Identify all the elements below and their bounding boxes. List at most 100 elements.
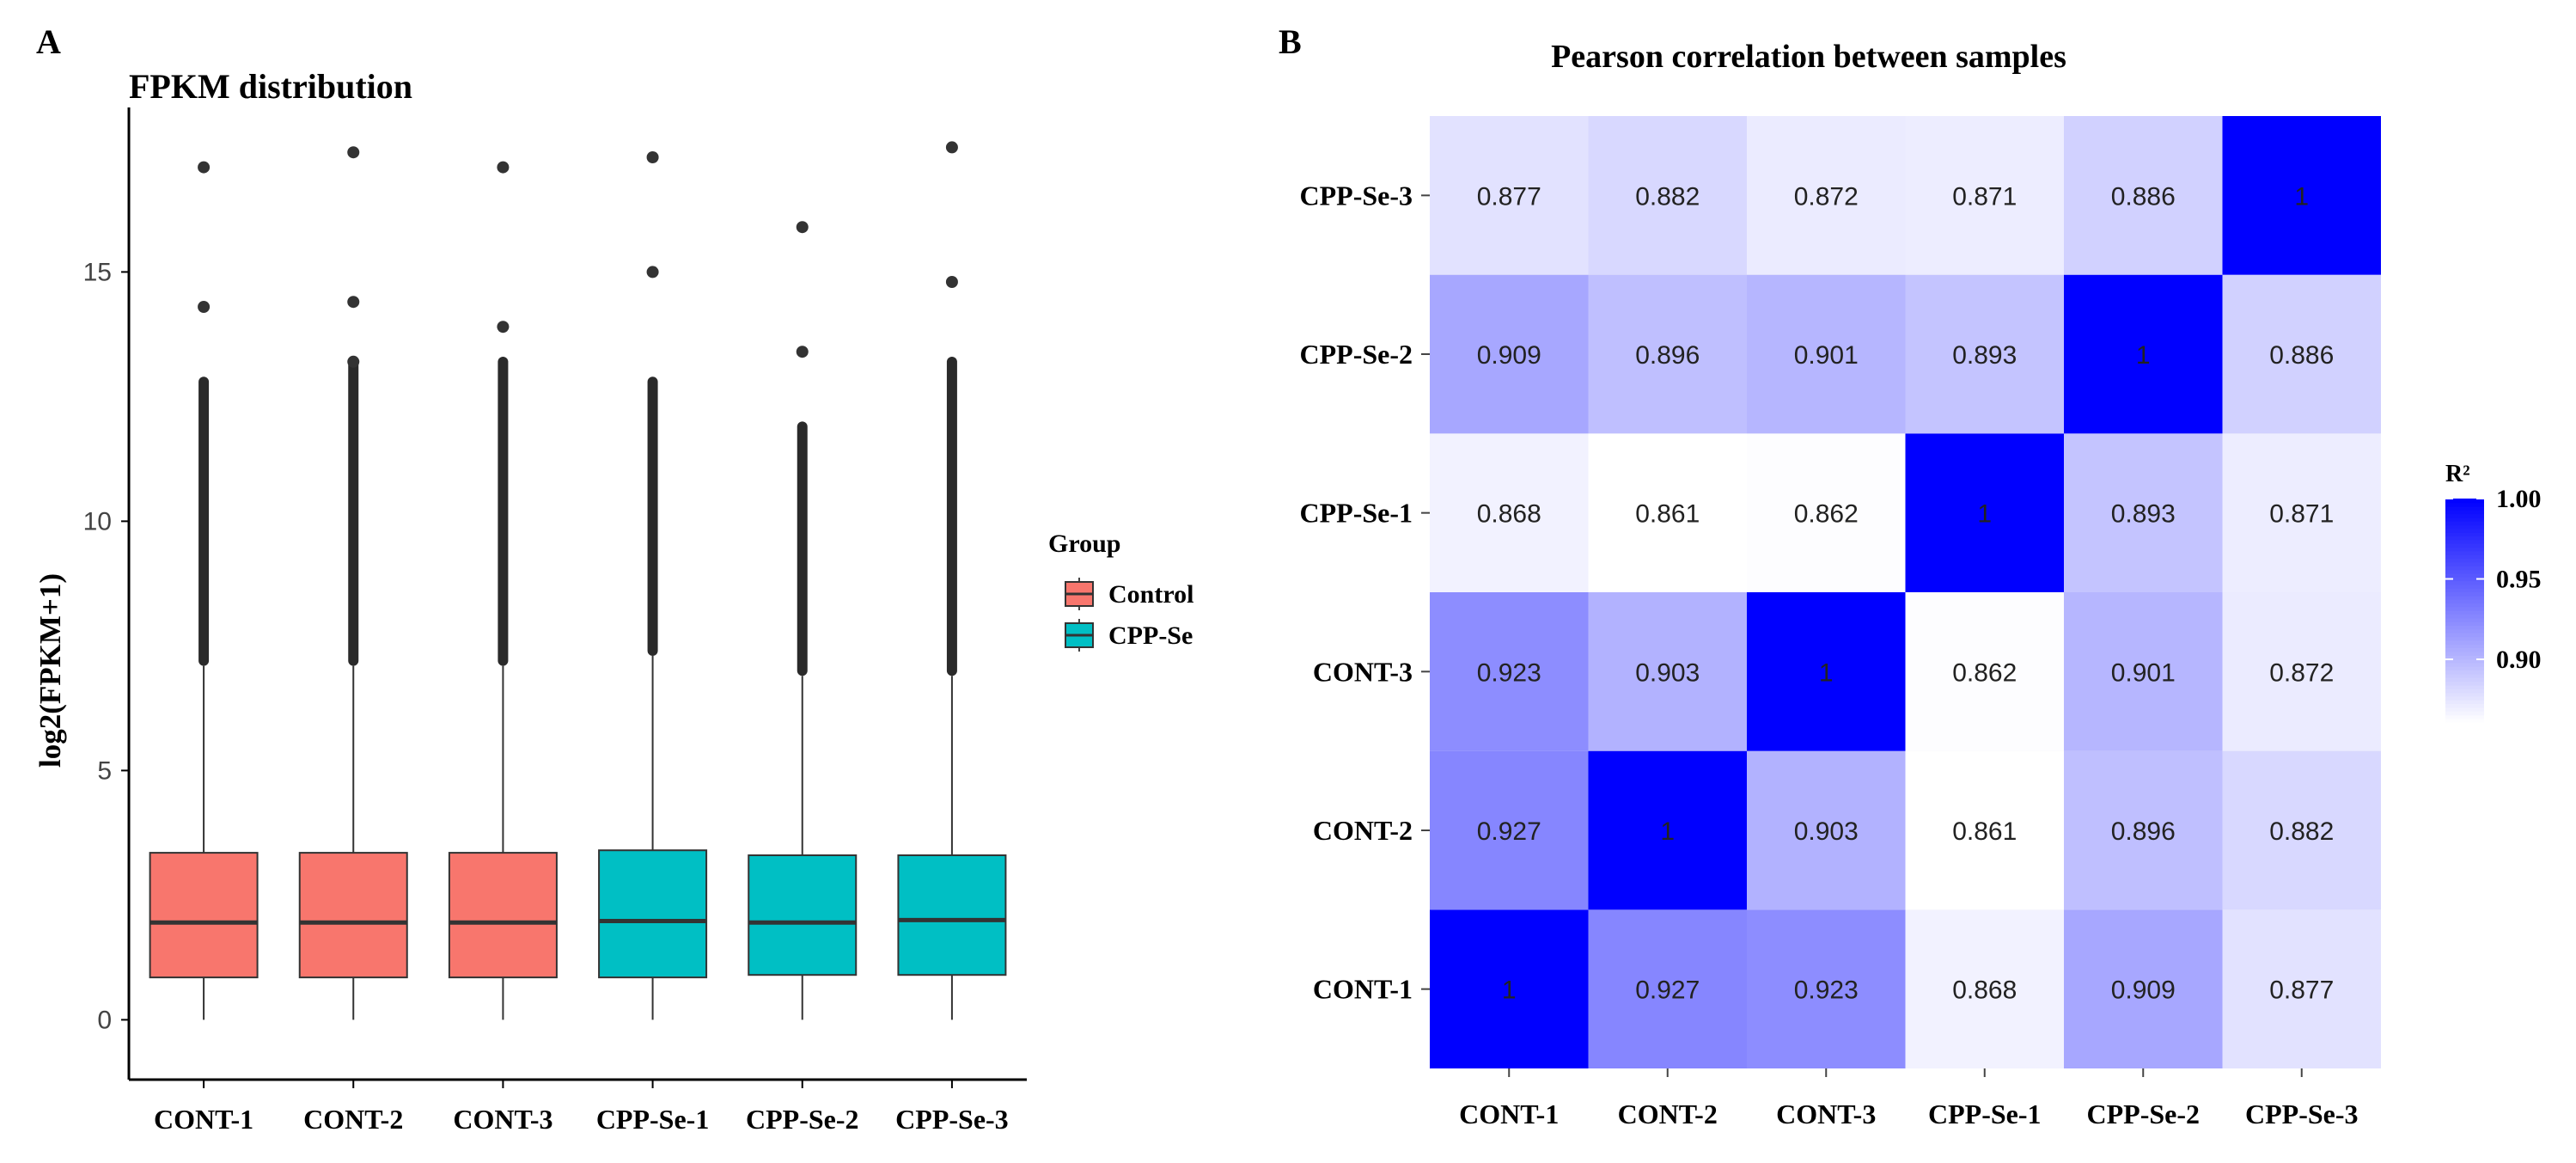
boxplot-y-tick-label: 10: [83, 507, 112, 536]
colorbar-segment: [2445, 625, 2484, 630]
box-outlier-point-cpp-se-3: [945, 276, 958, 288]
colorbar-segment: [2445, 666, 2484, 671]
colorbar-segment: [2445, 591, 2484, 597]
box-outlier-band-cpp-se-3: [946, 357, 957, 676]
boxplot-legend: Group Control CPP-Se: [1048, 529, 1193, 652]
heatmap-cell-label: 0.923: [1477, 658, 1541, 687]
boxplot-y-tick-label: 5: [97, 756, 112, 785]
colorbar-segment: [2445, 502, 2484, 507]
colorbar-segment: [2445, 655, 2484, 660]
colorbar-segment: [2445, 670, 2484, 675]
heatmap-cell-cpp-se-3-cpp-se-1: [2222, 433, 2381, 592]
heatmap-cell-label: 0.927: [1635, 976, 1700, 1005]
colorbar-segment: [2445, 584, 2484, 589]
colorbar-segment: [2445, 628, 2484, 634]
colorbar-segment: [2445, 614, 2484, 619]
boxplot-x-tick-label: CPP-Se-1: [596, 1104, 710, 1135]
box-outlier-point-cont-1: [198, 301, 211, 313]
boxplot-y-axis-label: log2(FPKM+1): [34, 573, 67, 768]
colorbar-segment: [2445, 651, 2484, 656]
heatmap-cell-cpp-se-1-cpp-se-2: [1905, 274, 2064, 434]
colorbar-segment: [2445, 521, 2484, 526]
heatmap-cell-label: 1: [1819, 658, 1834, 687]
heatmap-cell-label: 0.901: [1794, 341, 1859, 370]
heatmap-cell-label: 1: [1502, 976, 1517, 1005]
heatmap-cell-cont-3-cpp-se-2: [1747, 274, 1906, 434]
heatmap-cell-label: 0.896: [1635, 341, 1700, 370]
heatmap-cell-label: 0.868: [1952, 976, 2017, 1005]
colorbar-segment: [2445, 524, 2484, 529]
colorbar-segment: [2445, 621, 2484, 627]
colorbar-segment: [2445, 658, 2484, 664]
panel-a-letter: A: [36, 22, 61, 61]
box-outlier-band-cont-3: [497, 357, 509, 666]
box-outlier-point-cpp-se-2: [796, 346, 809, 358]
colorbar-segment: [2445, 711, 2484, 716]
box-outlier-point-cont-3: [497, 321, 510, 334]
colorbar-tick-label: 0.90: [2496, 646, 2542, 674]
box-outlier-point-cont-2: [347, 146, 360, 159]
heatmap-cell-label: 0.872: [2269, 658, 2334, 687]
colorbar-segment: [2445, 644, 2484, 649]
colorbar-segment: [2445, 703, 2484, 708]
box-outlier-band-cont-2: [348, 357, 359, 666]
heatmap-cell-label: 0.882: [2269, 817, 2334, 846]
heatmap-cell-cont-3-cpp-se-1: [1747, 433, 1906, 592]
colorbar-segment: [2445, 695, 2484, 701]
heatmap-cell-cont-2-cont-2: [1588, 750, 1747, 910]
heatmap-cell-cont-3-cont-1: [1747, 909, 1906, 1068]
heatmap-y-tick-label: CONT-1: [1313, 974, 1413, 1005]
colorbar-segment: [2445, 554, 2484, 560]
heatmap-cell-label: 0.877: [1477, 182, 1541, 211]
colorbar-segment: [2445, 714, 2484, 719]
heatmap-cell-label: 1: [1977, 500, 1992, 529]
heatmap-cell-cpp-se-2-cpp-se-3: [2064, 116, 2223, 275]
heatmap-y-tick-label: CONT-3: [1313, 656, 1413, 687]
heatmap-cell-label: 0.909: [1477, 341, 1541, 370]
heatmap-cell-cpp-se-2-cont-1: [2064, 909, 2223, 1068]
heatmap-cell-cont-1-cpp-se-3: [1430, 116, 1589, 275]
colorbar-segment: [2445, 684, 2484, 689]
heatmap-cell-cpp-se-1-cpp-se-3: [1905, 116, 2064, 275]
heatmap-cell-cont-3-cont-2: [1747, 750, 1906, 910]
colorbar-segment: [2445, 532, 2484, 537]
heatmap-cell-cpp-se-3-cpp-se-3: [2222, 116, 2381, 275]
box-outlier-band-cpp-se-1: [647, 376, 658, 656]
heatmap-cell-cont-1-cpp-se-2: [1430, 274, 1589, 434]
heatmap-cell-label: 0.877: [2269, 976, 2334, 1005]
heatmap-cell-label: 0.893: [2111, 500, 2176, 529]
heatmap-cell-cpp-se-1-cont-1: [1905, 909, 2064, 1068]
colorbar-tick-label: 1.00: [2496, 485, 2542, 513]
heatmap-cell-label: 0.882: [1635, 182, 1700, 211]
colorbar-segment: [2445, 718, 2484, 723]
boxplot-x-tick-label: CPP-Se-3: [895, 1104, 1009, 1135]
heatmap-cell-label: 0.861: [1635, 500, 1700, 529]
colorbar-segment: [2445, 499, 2484, 504]
heatmap-cell-label: 0.861: [1952, 817, 2017, 846]
colorbar-segment: [2445, 505, 2484, 511]
colorbar-segment: [2445, 517, 2484, 522]
heatmap-cell-cont-3-cpp-se-3: [1747, 116, 1906, 275]
colorbar-segment: [2445, 561, 2484, 566]
colorbar-segment: [2445, 558, 2484, 563]
colorbar-segment: [2445, 577, 2484, 582]
colorbar-segment: [2445, 707, 2484, 712]
colorbar-segment: [2445, 550, 2484, 555]
heatmap-x-tick-label: CPP-Se-3: [2245, 1099, 2359, 1129]
heatmap-cell-cpp-se-3-cont-2: [2222, 750, 2381, 910]
colorbar-segment: [2445, 580, 2484, 585]
heatmap-cell-cont-1-cont-2: [1430, 750, 1589, 910]
heatmap-cell-label: 0.886: [2269, 341, 2334, 370]
colorbar-segment: [2445, 673, 2484, 678]
box-cont-1: [149, 852, 259, 979]
heatmap-y-tick-label: CPP-Se-2: [1299, 339, 1413, 370]
colorbar-segment: [2445, 599, 2484, 604]
legend-entry-control: Control: [1065, 578, 1193, 610]
heatmap-cell-cont-1-cpp-se-1: [1430, 433, 1589, 592]
heatmap-cell-cont-1-cont-1: [1430, 909, 1589, 1068]
heatmap-cell-label: 0.872: [1794, 182, 1859, 211]
box-outlier-point-cont-2: [347, 296, 360, 309]
colorbar-segment: [2445, 617, 2484, 622]
